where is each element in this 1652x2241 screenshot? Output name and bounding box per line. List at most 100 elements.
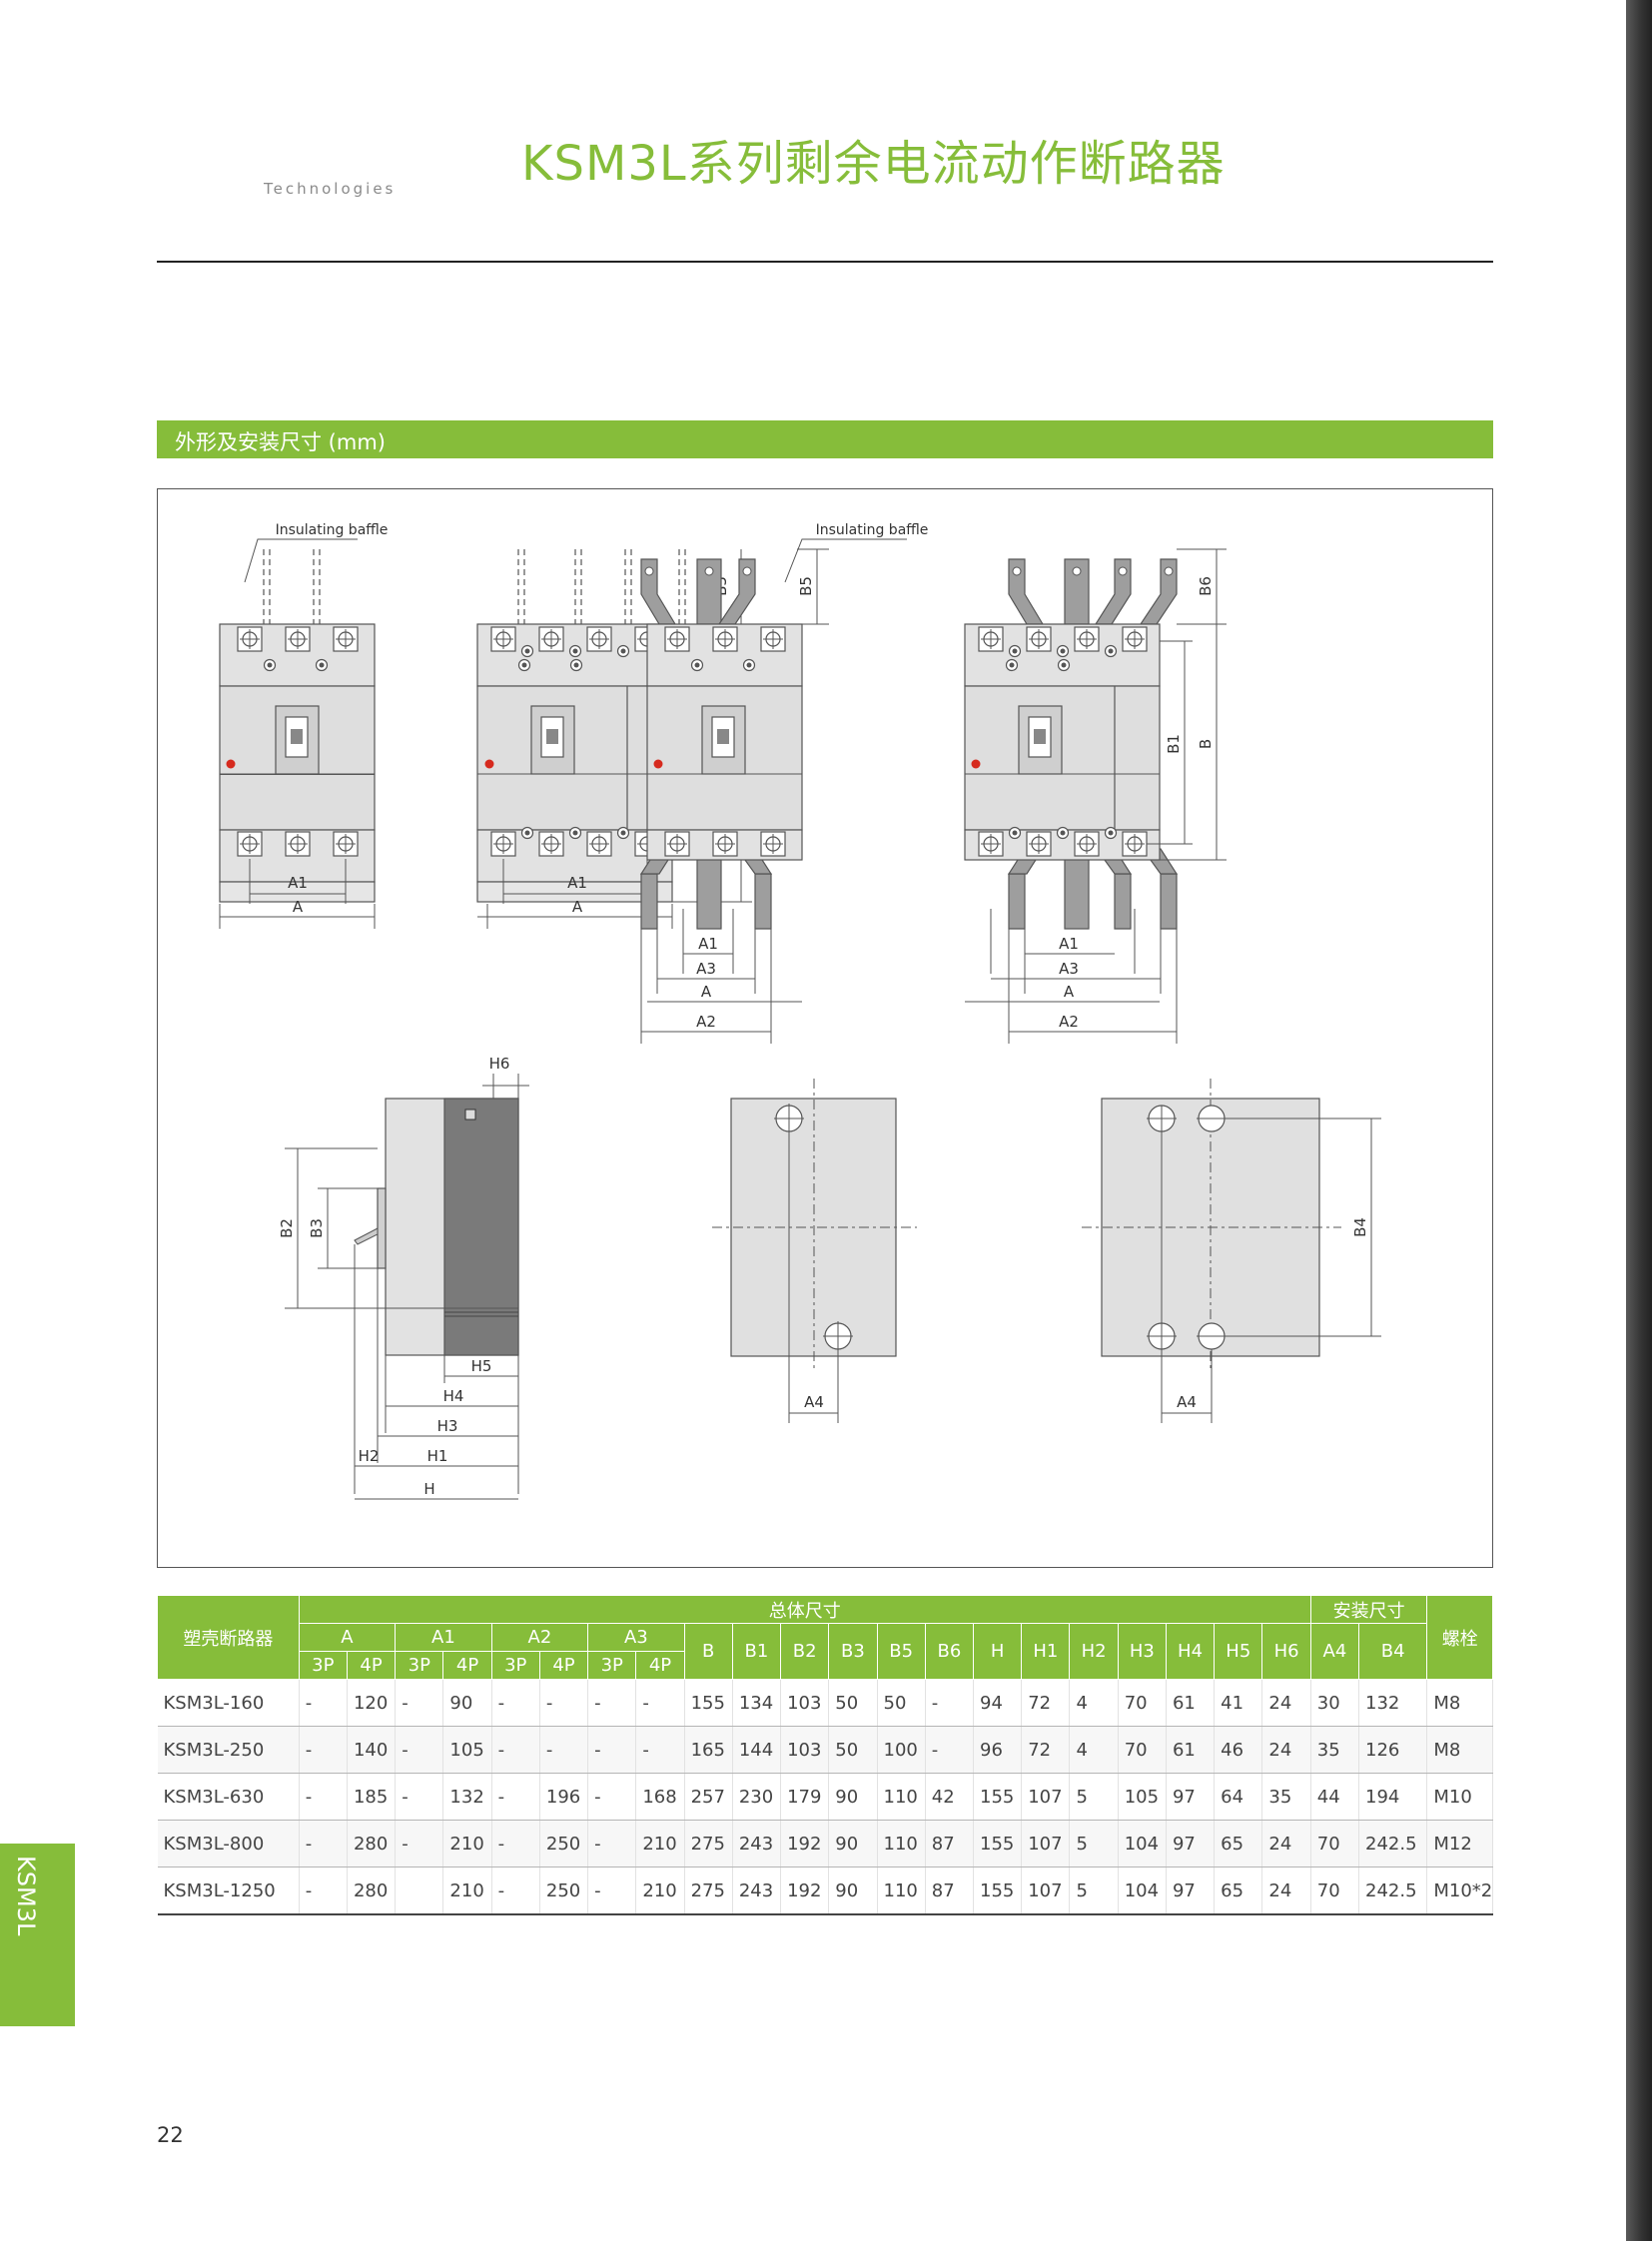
label-b1-4p-busbar: B1 xyxy=(1165,734,1183,754)
table-cell: 90 xyxy=(828,1820,878,1868)
table-cell: - xyxy=(395,1820,444,1868)
table-cell: 275 xyxy=(684,1820,733,1868)
table-cell: 70 xyxy=(1310,1820,1360,1868)
mounting-view-4p xyxy=(1082,1079,1381,1423)
table-cell: 210 xyxy=(442,1820,492,1868)
front-view-3p xyxy=(219,549,376,903)
table-cell: 179 xyxy=(780,1773,830,1821)
table-cell: - xyxy=(635,1726,685,1774)
label-a1-3p: A1 xyxy=(288,874,308,892)
label-a1-3p-busbar: A1 xyxy=(698,935,718,953)
header-a2: A2 xyxy=(490,1623,589,1652)
table-cell: 87 xyxy=(925,1820,975,1868)
table-cell: 103 xyxy=(780,1726,830,1774)
table-cell: 42 xyxy=(925,1773,975,1821)
label-a1-4p-busbar: A1 xyxy=(1059,935,1079,953)
header-sub-3p: 3P xyxy=(298,1651,348,1680)
table-cell: - xyxy=(587,1679,637,1727)
label-a4-3p: A4 xyxy=(804,1393,824,1411)
table-cell: 103 xyxy=(780,1679,830,1727)
table-cell: 35 xyxy=(1310,1726,1360,1774)
table-cell: 243 xyxy=(732,1867,782,1915)
label-a-4p-busbar: A xyxy=(1064,983,1075,1001)
header-a3: A3 xyxy=(587,1623,685,1652)
table-cell: - xyxy=(299,1773,348,1821)
table-cell: 134 xyxy=(732,1679,782,1727)
header-b6: B6 xyxy=(924,1623,975,1680)
table-cell: 61 xyxy=(1166,1679,1216,1727)
header-a1: A1 xyxy=(395,1623,492,1652)
table-cell: 185 xyxy=(347,1773,397,1821)
table-cell: 275 xyxy=(684,1867,733,1915)
table-cell: - xyxy=(491,1867,540,1915)
header-sub-4p: 4P xyxy=(442,1651,492,1680)
header-h4: H4 xyxy=(1165,1623,1216,1680)
header-h1: H1 xyxy=(1021,1623,1071,1680)
header-b1: B1 xyxy=(731,1623,782,1680)
header-sub-3p: 3P xyxy=(587,1651,637,1680)
model-cell: KSM3L-1250 xyxy=(157,1867,300,1915)
table-cell: - xyxy=(299,1679,348,1727)
header-b: B xyxy=(683,1623,733,1680)
table-cell xyxy=(395,1867,444,1915)
table-cell: - xyxy=(587,1726,637,1774)
table-cell: M10*2 xyxy=(1426,1867,1493,1915)
table-cell: 4 xyxy=(1069,1679,1119,1727)
label-a2-3p-busbar: A2 xyxy=(696,1013,716,1031)
table-cell: 250 xyxy=(539,1820,589,1868)
svg-text:Insulating baffle: Insulating baffle xyxy=(816,522,929,538)
label-a4-4p: A4 xyxy=(1177,1393,1197,1411)
table-cell: M8 xyxy=(1426,1679,1493,1727)
table-cell: 155 xyxy=(973,1773,1023,1821)
label-b-4p-busbar: B xyxy=(1197,739,1215,749)
table-cell: - xyxy=(299,1867,348,1915)
header-sub-4p: 4P xyxy=(635,1651,685,1680)
table-cell: 243 xyxy=(732,1820,782,1868)
label-h5: H5 xyxy=(471,1357,492,1375)
dimension-drawing: Insulating baffle Insulating baffle A1 A xyxy=(157,488,1493,1568)
table-cell: 105 xyxy=(442,1726,492,1774)
label-h1: H1 xyxy=(427,1447,448,1465)
table-cell: - xyxy=(587,1867,637,1915)
dimension-table: 塑壳断路器 总体尺寸 安装尺寸 螺栓 A A1 A2 A3 B B1 B2 B3… xyxy=(157,1595,1493,1915)
dim-a2-3p xyxy=(640,548,829,1044)
table-cell: 165 xyxy=(684,1726,733,1774)
table-cell: 64 xyxy=(1214,1773,1263,1821)
label-h: H xyxy=(423,1480,434,1498)
table-cell: 5 xyxy=(1069,1820,1119,1868)
label-a-3p-busbar: A xyxy=(701,983,712,1001)
table-cell: 140 xyxy=(347,1726,397,1774)
table-cell: 104 xyxy=(1118,1867,1167,1915)
page-title: KSM3L系列剩余电流动作断路器 xyxy=(521,136,1226,192)
table-cell: 5 xyxy=(1069,1773,1119,1821)
front-view-3p-busbar xyxy=(639,549,803,930)
label-h2: H2 xyxy=(359,1447,380,1465)
table-cell: - xyxy=(491,1726,540,1774)
table-cell: 61 xyxy=(1166,1726,1216,1774)
table-cell: M8 xyxy=(1426,1726,1493,1774)
table-cell: 44 xyxy=(1310,1773,1360,1821)
model-cell: KSM3L-160 xyxy=(157,1679,300,1727)
header-bolt: 螺栓 xyxy=(1426,1595,1493,1680)
table-cell: M12 xyxy=(1426,1820,1493,1868)
table-cell: 194 xyxy=(1358,1773,1428,1821)
dim-b-4p-busbar xyxy=(965,548,1227,1044)
label-a-4p: A xyxy=(572,898,583,916)
table-cell: - xyxy=(395,1726,444,1774)
mounting-view-3p xyxy=(712,1079,917,1423)
header-a4: A4 xyxy=(1309,1623,1360,1680)
table-cell: 70 xyxy=(1118,1679,1167,1727)
table-cell: 192 xyxy=(780,1867,830,1915)
table-cell: 132 xyxy=(1358,1679,1428,1727)
header-a: A xyxy=(298,1623,397,1652)
table-cell: 107 xyxy=(1021,1867,1071,1915)
table-cell: 50 xyxy=(828,1726,878,1774)
table-cell: - xyxy=(635,1679,685,1727)
label-b4: B4 xyxy=(1351,1217,1369,1237)
header-h: H xyxy=(972,1623,1023,1680)
table-cell: 90 xyxy=(828,1867,878,1915)
brand-text: Technologies xyxy=(264,180,397,198)
